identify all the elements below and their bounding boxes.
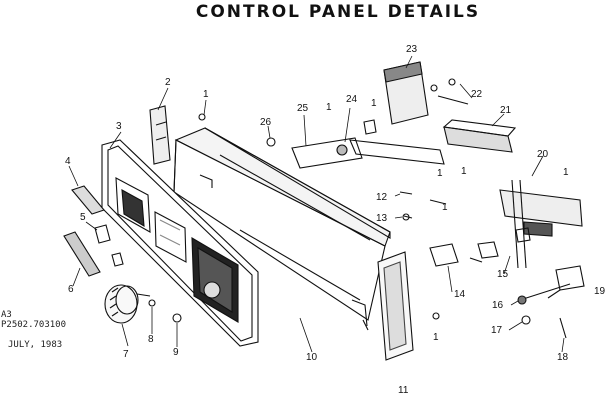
switch-box — [383, 61, 517, 153]
callout-label: 12 — [376, 192, 388, 203]
control-rail — [198, 113, 445, 169]
callout-label: 5 — [80, 212, 86, 223]
callout-label: 4 — [65, 156, 71, 167]
callout-label: 19 — [594, 286, 606, 297]
left-bracket — [149, 105, 171, 165]
screws — [399, 191, 447, 320]
callout-label: 17 — [491, 325, 503, 336]
callout-label: 9 — [173, 347, 179, 358]
end-cap-panel — [377, 251, 414, 361]
callout-label: 22 — [471, 89, 483, 100]
callout-label: 1 — [442, 202, 448, 213]
callout-label: 1 — [371, 98, 377, 109]
callout-label: 3 — [116, 121, 122, 132]
callout-label: 23 — [406, 44, 418, 55]
callout-label: 18 — [557, 352, 569, 363]
knob-part — [104, 284, 182, 324]
callout-label: 24 — [346, 94, 358, 105]
callout-label: 26 — [260, 117, 272, 128]
drawing-date: JULY, 1983 — [8, 340, 63, 350]
callout-label: 1 — [326, 102, 332, 113]
callout-label: 15 — [497, 269, 509, 280]
callout-label: 8 — [148, 334, 154, 345]
callout-label: 16 — [492, 300, 504, 311]
console-housing — [173, 127, 391, 331]
callout-label: 21 — [500, 105, 512, 116]
callout-label: 1 — [461, 166, 467, 177]
callout-label: 1 — [437, 168, 443, 179]
callout-label: 25 — [297, 103, 309, 114]
drawing-number: P2502.703100 — [1, 320, 67, 330]
diagram-title: CONTROL PANEL DETAILS — [195, 2, 481, 22]
callout-label: 10 — [306, 352, 318, 363]
callout-label: 6 — [68, 284, 74, 295]
right-assembly — [429, 179, 585, 339]
drawing-note: A3 — [1, 310, 12, 320]
callout-label: 13 — [376, 213, 388, 224]
leader-lines — [68, 55, 565, 353]
callout-label: 14 — [454, 289, 466, 300]
callout-label: 20 — [537, 149, 549, 160]
callout-label: 1 — [563, 167, 569, 178]
callout-label: 11 — [398, 385, 409, 396]
callout-label: 2 — [165, 77, 171, 88]
callout-label: 1 — [433, 332, 439, 343]
button-parts — [63, 185, 124, 277]
callout-label: 1 — [203, 89, 209, 100]
callout-label: 7 — [123, 349, 129, 360]
